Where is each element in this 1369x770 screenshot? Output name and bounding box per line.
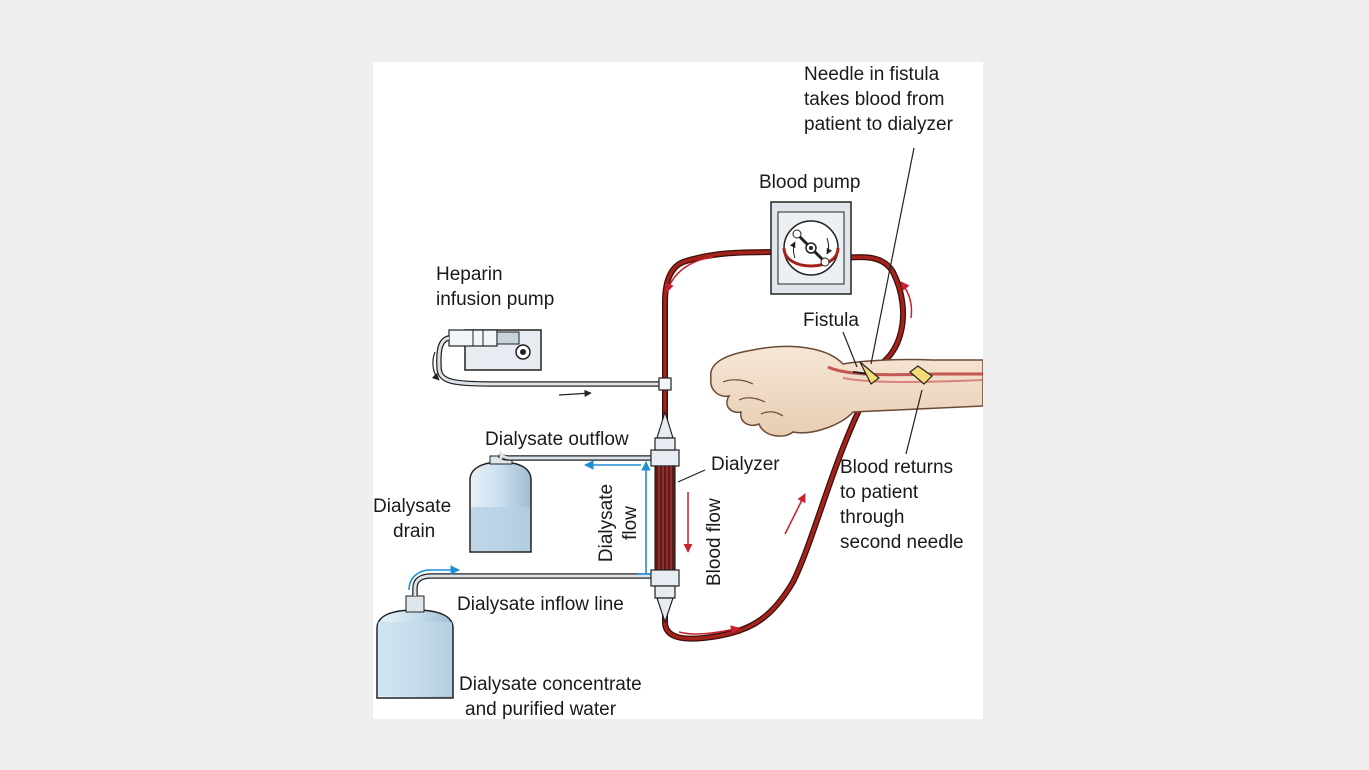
returns-label-line-4: second needle bbox=[840, 532, 964, 553]
dialyzer-label: Dialyzer bbox=[711, 454, 780, 475]
dialysate-flow-line-1: Dialysate bbox=[596, 483, 617, 563]
dialyzer bbox=[650, 409, 680, 624]
heparin-pump bbox=[431, 329, 665, 397]
dialysate-drain-jar bbox=[469, 455, 532, 553]
returns-label-line-2: to patient bbox=[840, 482, 919, 503]
needle-label-line-1: Needle in fistula bbox=[804, 64, 940, 85]
returns-label-line-3: through bbox=[840, 507, 905, 528]
concentrate-label-line-2: and purified water bbox=[465, 699, 617, 720]
hemodialysis-diagram bbox=[376, 147, 983, 699]
dialysate-outflow-label: Dialysate outflow bbox=[485, 429, 629, 450]
dialysate-flow-label: Dialysate flow bbox=[595, 476, 643, 570]
heparin-pump-label: Heparin infusion pump bbox=[436, 262, 554, 312]
needle-in-fistula-label: Needle in fistula takes blood from patie… bbox=[804, 62, 953, 137]
drain-label-line-2: drain bbox=[393, 521, 436, 542]
diagram-panel: Needle in fistula takes blood from patie… bbox=[373, 62, 983, 722]
drain-label-line-1: Dialysate bbox=[373, 496, 452, 517]
concentrate-label-line-1: Dialysate concentrate bbox=[459, 674, 642, 695]
blood-pump-label: Blood pump bbox=[759, 172, 861, 193]
needle-label-line-3: patient to dialyzer bbox=[804, 114, 953, 135]
returns-label-line-1: Blood returns bbox=[840, 457, 954, 478]
blood-pump bbox=[770, 201, 852, 295]
blood-flow-label: Blood flow bbox=[704, 498, 725, 586]
heparin-label-line-1: Heparin bbox=[436, 264, 503, 285]
blood-returns-label: Blood returns to patient through second … bbox=[840, 455, 964, 555]
needle-label-line-2: takes blood from bbox=[804, 89, 945, 110]
dialysate-drain-label: Dialysate drain bbox=[373, 494, 451, 544]
dialysate-flow-line-2: flow bbox=[620, 506, 641, 540]
patient-arm bbox=[710, 345, 983, 437]
dialysate-inflow-label: Dialysate inflow line bbox=[457, 594, 624, 615]
heparin-label-line-2: infusion pump bbox=[436, 289, 555, 310]
dialysate-concentrate-label: Dialysate concentrate and purified water bbox=[459, 672, 642, 722]
dialysate-concentrate-jar bbox=[376, 595, 454, 699]
fistula-label: Fistula bbox=[803, 310, 859, 331]
